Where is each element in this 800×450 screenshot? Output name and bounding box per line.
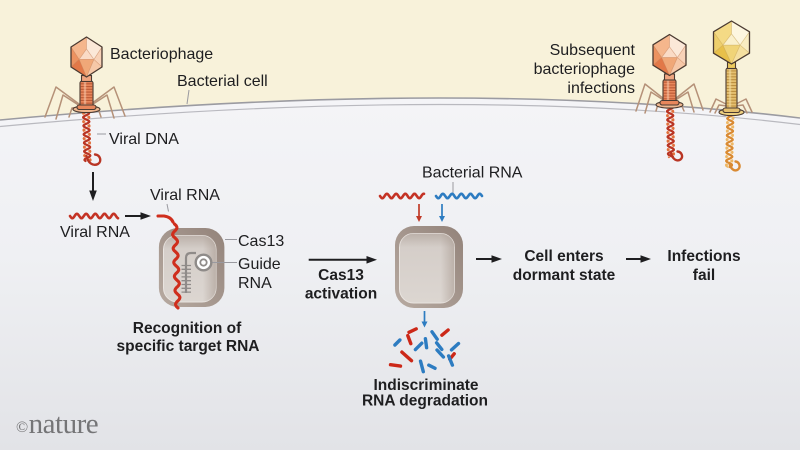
svg-text:fail: fail xyxy=(693,267,715,284)
svg-text:Viral RNA: Viral RNA xyxy=(60,224,130,241)
svg-text:activation: activation xyxy=(305,286,377,303)
svg-text:Viral DNA: Viral DNA xyxy=(109,131,179,148)
svg-text:specific target RNA: specific target RNA xyxy=(117,338,260,355)
svg-text:Subsequent: Subsequent xyxy=(550,42,636,59)
svg-text:infections: infections xyxy=(567,80,635,97)
svg-text:Infections: Infections xyxy=(667,248,740,265)
svg-text:©nature: ©nature xyxy=(16,408,98,440)
svg-text:Cas13: Cas13 xyxy=(238,233,284,250)
svg-text:Guide: Guide xyxy=(238,256,281,273)
svg-text:dormant state: dormant state xyxy=(513,267,616,284)
svg-text:RNA degradation: RNA degradation xyxy=(362,393,488,410)
svg-text:Indiscriminate: Indiscriminate xyxy=(373,377,478,394)
svg-text:RNA: RNA xyxy=(238,275,272,292)
svg-text:Bacteriophage: Bacteriophage xyxy=(110,46,213,63)
svg-text:Recognition of: Recognition of xyxy=(133,320,242,337)
svg-text:bacteriophage: bacteriophage xyxy=(534,61,636,78)
svg-text:Viral RNA: Viral RNA xyxy=(150,187,220,204)
svg-text:Bacterial RNA: Bacterial RNA xyxy=(422,165,523,182)
svg-text:Bacterial cell: Bacterial cell xyxy=(177,73,268,90)
svg-text:Cell enters: Cell enters xyxy=(524,248,603,265)
svg-text:Cas13: Cas13 xyxy=(318,267,364,284)
